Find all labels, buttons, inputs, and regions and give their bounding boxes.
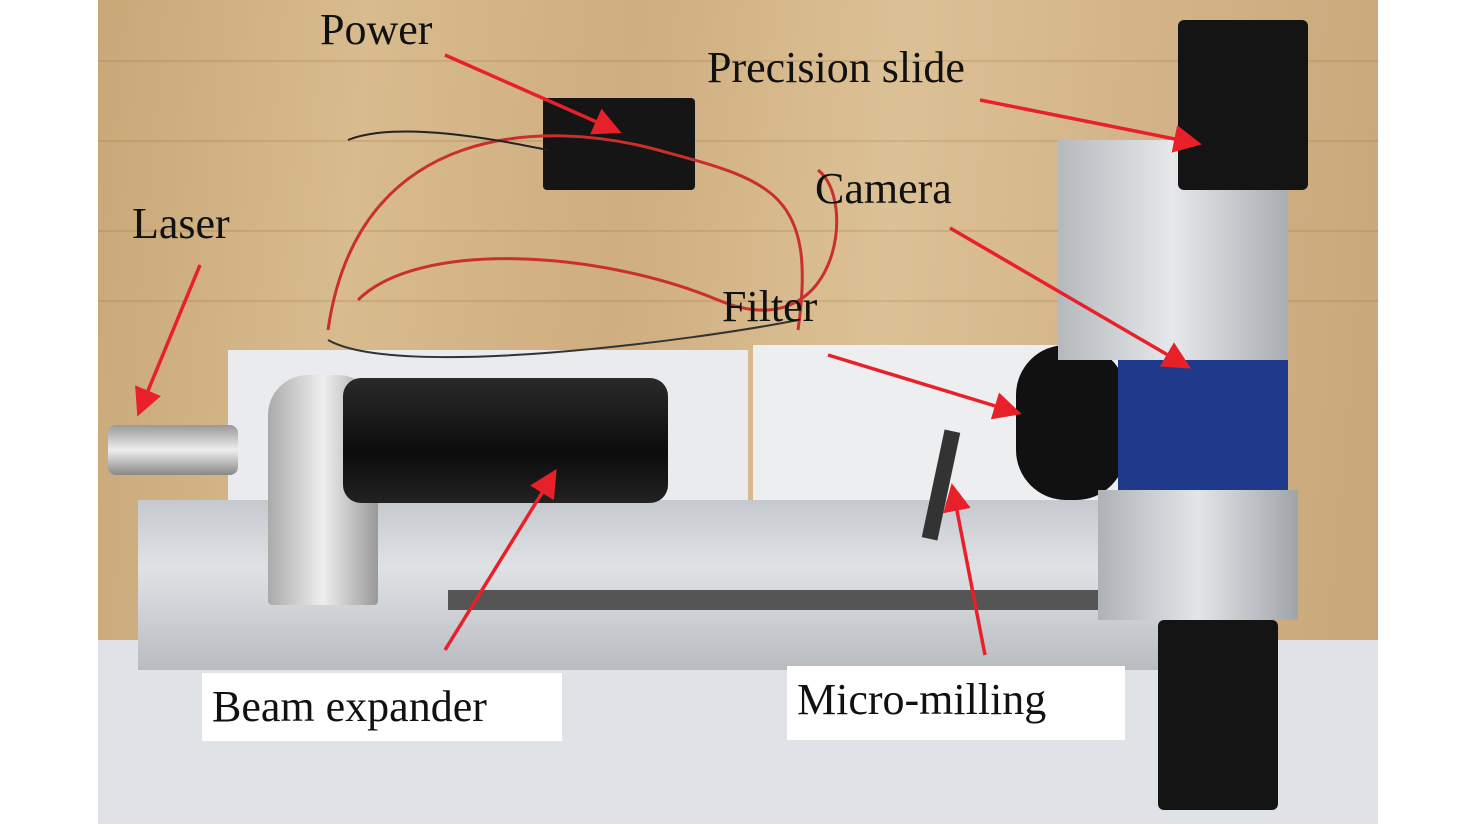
label-laser: Laser <box>132 199 230 248</box>
arrow-filter <box>827 353 1022 420</box>
filter-lens <box>1016 345 1126 500</box>
label-beam-expander: Beam expander <box>202 673 562 741</box>
label-camera: Camera <box>815 164 952 213</box>
label-filter: Filter <box>722 282 818 331</box>
laser-module <box>108 425 238 475</box>
stepper-motor-bottom <box>1158 620 1278 810</box>
arrow-laser <box>135 264 202 417</box>
arrow-camera <box>949 226 1192 369</box>
arrow-micro-milling <box>943 483 987 656</box>
label-power: Power <box>320 5 433 54</box>
lower-stage <box>1098 490 1298 620</box>
rail-slot <box>448 590 1208 610</box>
label-precision-slide: Precision slide <box>707 43 965 92</box>
label-micro-milling: Micro-milling <box>787 666 1125 740</box>
wires <box>326 130 839 359</box>
arrow-beam-expander <box>443 469 557 651</box>
beam-expander-tube <box>343 378 668 503</box>
arrow-power <box>444 53 622 135</box>
arrow-precision-slide <box>979 98 1202 153</box>
stepper-motor-top <box>1178 20 1308 190</box>
